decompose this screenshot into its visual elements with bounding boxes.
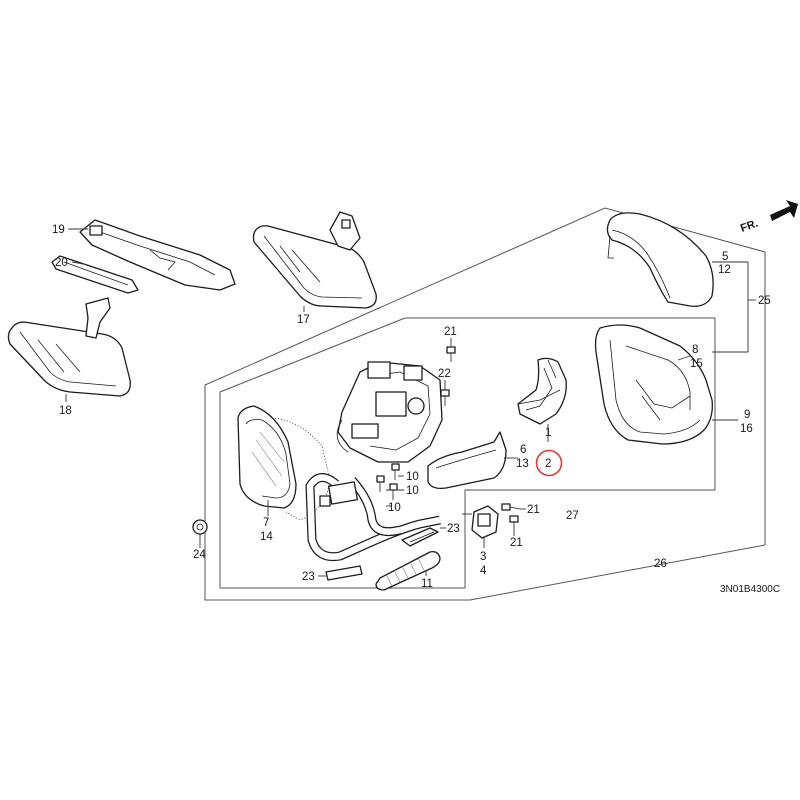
- part-motor-unit: [471, 505, 499, 548]
- part-actuator-assembly: [336, 361, 443, 463]
- callout-23-left[interactable]: 23: [302, 571, 315, 583]
- callout-14[interactable]: 14: [260, 531, 273, 543]
- front-direction-indicator: FR.: [739, 200, 798, 235]
- callout-9[interactable]: 9: [744, 409, 750, 421]
- callout-21-right-a[interactable]: 21: [527, 504, 540, 516]
- callout-16[interactable]: 16: [740, 423, 753, 435]
- callout-17[interactable]: 17: [297, 314, 310, 326]
- part-nut: [192, 519, 208, 535]
- highlight-ring: [535, 449, 563, 477]
- callout-22[interactable]: 22: [438, 368, 451, 380]
- callout-11[interactable]: 11: [421, 578, 433, 590]
- screw-21-right-a: [501, 503, 521, 511]
- part-grommet: [375, 550, 441, 591]
- part-lower-cover: [427, 431, 507, 490]
- part-mirror-glass: [237, 405, 331, 521]
- callout-26[interactable]: 26: [654, 558, 667, 570]
- part-inside-mirror-lower: [7, 297, 131, 397]
- screw-22: [440, 389, 450, 406]
- callout-27[interactable]: 27: [566, 510, 579, 522]
- screw-set: [376, 346, 521, 532]
- highlight-part-2[interactable]: 2: [535, 449, 563, 477]
- callout-10-b[interactable]: 10: [406, 485, 419, 497]
- diagram-code: 3N01B4300C: [720, 584, 780, 595]
- part-mirror-mount-cover: [51, 219, 236, 294]
- callout-10-c[interactable]: 10: [388, 502, 401, 514]
- screw-10-a: [391, 463, 400, 480]
- callout-23-right[interactable]: 23: [447, 523, 460, 535]
- callout-8[interactable]: 8: [692, 344, 698, 356]
- callout-24[interactable]: 24: [193, 549, 206, 561]
- leader-lines: [65, 228, 756, 577]
- callout-5[interactable]: 5: [722, 251, 728, 263]
- callout-15[interactable]: 15: [690, 358, 703, 370]
- callout-18[interactable]: 18: [59, 405, 72, 417]
- callout-4[interactable]: 4: [480, 565, 487, 577]
- assembly-frame-outer: [204, 207, 766, 601]
- part-clip-23-left: [325, 565, 363, 581]
- front-direction-label: FR.: [739, 217, 760, 234]
- callout-1[interactable]: 1: [545, 427, 551, 439]
- callout-7[interactable]: 7: [263, 517, 269, 529]
- part-turn-signal-lamp: [517, 357, 567, 442]
- part-mirror-housing: [594, 324, 713, 445]
- callout-6[interactable]: 6: [520, 444, 526, 456]
- callout-19[interactable]: 19: [52, 224, 65, 236]
- screw-10-b: [376, 475, 385, 492]
- callout-3[interactable]: 3: [480, 551, 486, 563]
- callout-13[interactable]: 13: [516, 458, 529, 470]
- callout-12[interactable]: 12: [718, 264, 731, 276]
- part-skull-cap: [606, 212, 714, 307]
- callout-21-top[interactable]: 21: [444, 326, 457, 338]
- callout-10-a[interactable]: 10: [406, 471, 419, 483]
- part-wire-harness: [305, 473, 441, 562]
- callout-2[interactable]: 2: [545, 458, 551, 470]
- front-arrow-icon: [770, 200, 798, 221]
- screw-21-right-b: [509, 515, 519, 532]
- callout-21-right-b[interactable]: 21: [510, 537, 523, 549]
- part-clip-23-right: [401, 527, 439, 547]
- screw-21-top: [446, 346, 456, 362]
- callout-labels: 19 20 17 18 5 12 25 8 15 9 16 21 22 1 2 …: [52, 224, 771, 590]
- screw-10-c: [389, 483, 398, 500]
- part-inside-mirror-upper: [252, 211, 377, 309]
- callout-25[interactable]: 25: [758, 295, 771, 307]
- callout-20[interactable]: 20: [55, 257, 68, 269]
